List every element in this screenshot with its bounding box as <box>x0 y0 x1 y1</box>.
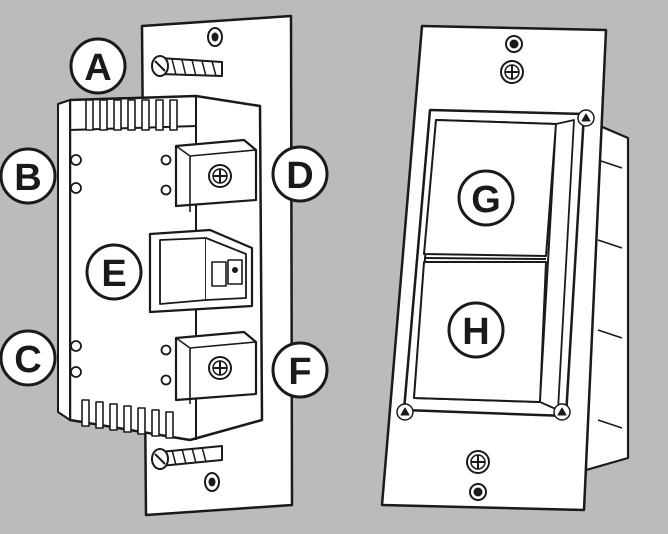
label-a: A <box>69 37 127 95</box>
label-e-text: E <box>101 253 126 295</box>
label-b-text: B <box>14 157 41 199</box>
front-view-device <box>380 24 630 512</box>
label-f-text: F <box>288 351 311 393</box>
front-bottom-screw-icon <box>466 450 490 474</box>
label-d-text: D <box>286 155 313 197</box>
rear-view-device <box>57 14 294 517</box>
label-g-text: G <box>471 179 501 221</box>
side-rivets <box>70 154 172 386</box>
label-h: H <box>447 301 505 359</box>
terminal-screw-lower <box>174 330 258 404</box>
label-c: C <box>0 329 57 387</box>
front-top-screw-icon <box>500 60 524 84</box>
bottom-mounting-screw <box>151 445 223 470</box>
label-a-text: A <box>84 47 111 89</box>
top-mounting-screw <box>151 55 223 77</box>
label-g: G <box>457 169 515 227</box>
label-c-text: C <box>14 339 41 381</box>
triangle-arrow-icon <box>396 403 414 421</box>
terminal-screw-upper <box>174 138 258 212</box>
center-port <box>148 228 254 314</box>
triangle-arrow-icon <box>553 403 571 421</box>
label-b: B <box>0 147 57 205</box>
label-d: D <box>271 145 329 203</box>
label-f: F <box>271 341 329 399</box>
bottom-vent-ribs <box>81 399 174 439</box>
triangle-arrow-icon <box>577 109 595 127</box>
label-e: E <box>85 243 143 301</box>
top-vent-ribs <box>85 99 178 131</box>
label-h-text: H <box>462 311 489 353</box>
